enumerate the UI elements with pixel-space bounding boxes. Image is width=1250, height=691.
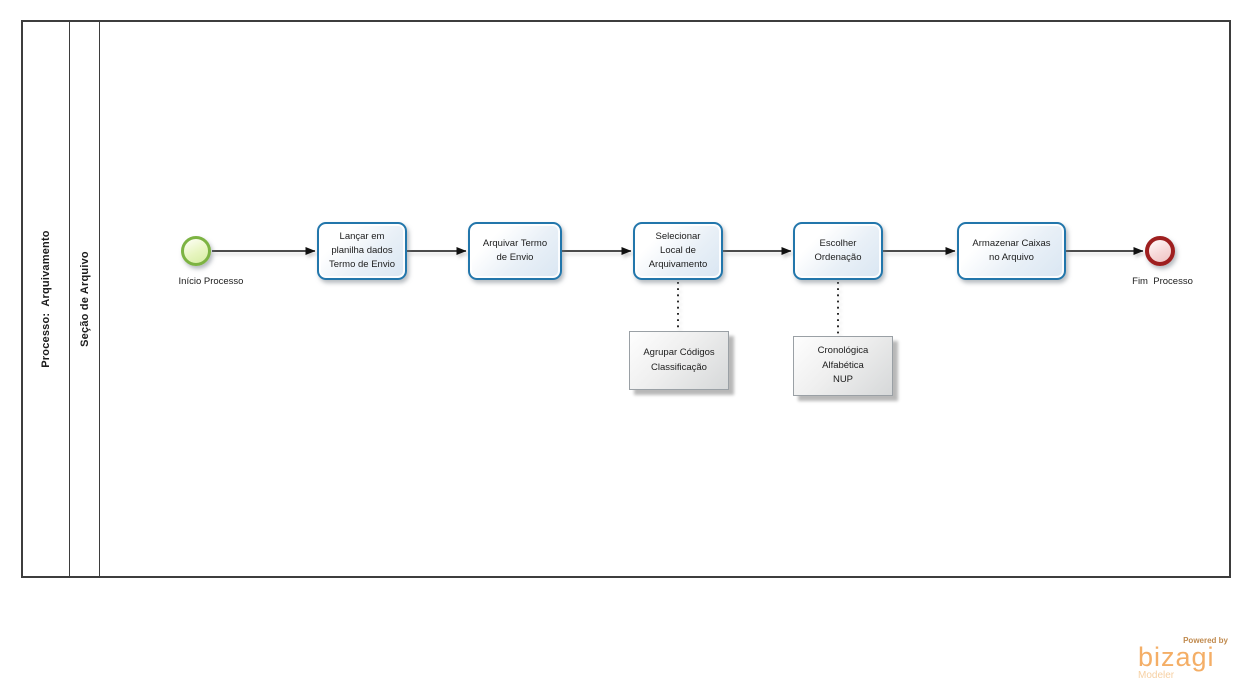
task-label: Escolher Ordenação xyxy=(814,237,862,263)
annotation-label: Agrupar Códigos Classificação xyxy=(643,346,715,373)
lane-name-label: Seção de Arquivo xyxy=(78,251,91,347)
start-event-label: Início Processo xyxy=(178,276,244,287)
task-label: Armazenar Caixas no Arquivo xyxy=(972,237,1051,263)
bizagi-logo: Powered by bizagi Modeler xyxy=(1138,636,1228,681)
task-label: Arquivar Termo de Envio xyxy=(482,237,548,263)
annotation-cronologica[interactable]: Cronológica Alfabética NUP xyxy=(793,336,893,396)
pool-name-label: Processo: Arquivamento xyxy=(40,230,52,368)
bizagi-wordmark: bizagi xyxy=(1138,641,1215,672)
task-label: Lançar em planilha dados Termo de Envio xyxy=(328,230,395,271)
task-escolher-ordenacao[interactable]: Escolher Ordenação xyxy=(793,222,883,280)
end-event-label: Fim Processo xyxy=(1132,276,1193,287)
lane-header-secao-de-arquivo[interactable]: Seção de Arquivo xyxy=(70,22,100,576)
annotation-agrupar-codigos[interactable]: Agrupar Códigos Classificação xyxy=(629,331,729,390)
pool-processo-arquivamento: Processo: Arquivamento Seção de Arquivo xyxy=(21,20,1231,578)
modeler-label: Modeler xyxy=(1138,670,1175,681)
pool-header[interactable]: Processo: Arquivamento xyxy=(23,22,70,576)
end-event[interactable] xyxy=(1145,236,1175,266)
task-arquivar-termo[interactable]: Arquivar Termo de Envio xyxy=(468,222,562,280)
start-event[interactable] xyxy=(181,236,211,266)
powered-by-label: Powered by xyxy=(1183,635,1228,645)
annotation-label: Cronológica Alfabética NUP xyxy=(817,344,869,386)
task-label: Selecionar Local de Arquivamento xyxy=(648,230,708,271)
task-lancar-em-planilha[interactable]: Lançar em planilha dados Termo de Envio xyxy=(317,222,407,280)
task-armazenar-caixas[interactable]: Armazenar Caixas no Arquivo xyxy=(957,222,1066,280)
task-selecionar-local[interactable]: Selecionar Local de Arquivamento xyxy=(633,222,723,280)
